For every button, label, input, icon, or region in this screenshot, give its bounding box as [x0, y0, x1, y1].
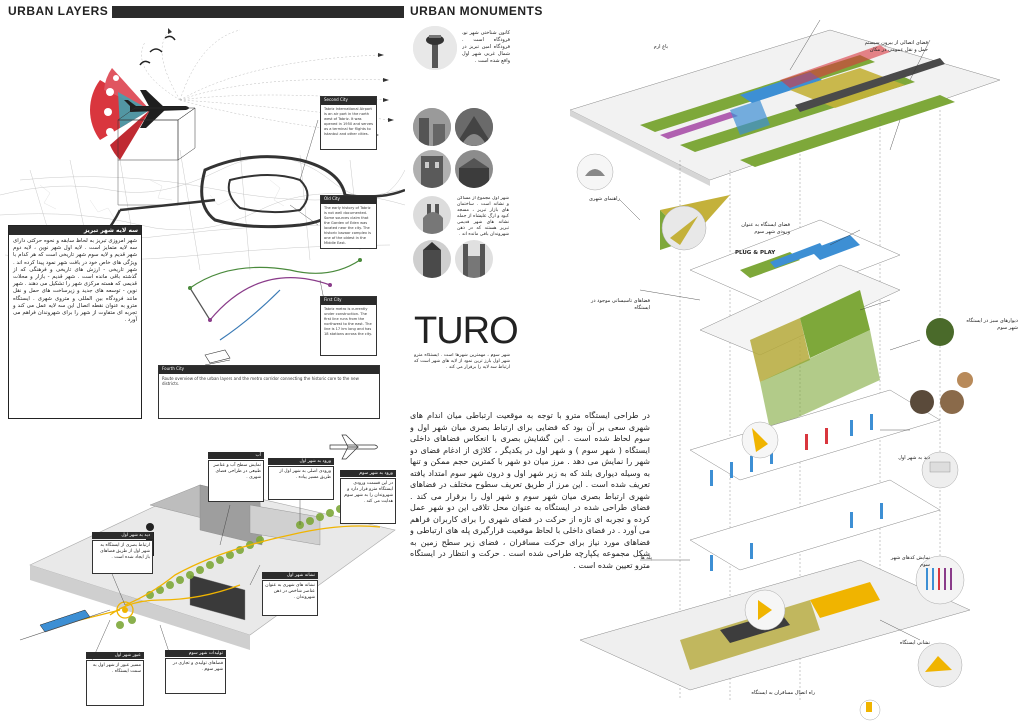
three-layers-body: شهر امروزی تبریز به لحاظ سابقه و نحوه حر… — [13, 238, 137, 324]
callout-landmark-head: نشانه شهر اول — [262, 572, 318, 579]
label-ending: راه اتصال مسافران به ایستگاه — [751, 690, 815, 696]
metro-train-icon — [204, 349, 231, 366]
callout-view-first-city-body: ارتباط بصری از ایستگاه به شهر اول از طری… — [92, 540, 153, 574]
mid-slab-2 — [699, 264, 901, 356]
caption-airport: کانون شناختی شهر نو، فرودگاه است . فرودگ… — [462, 30, 510, 64]
label-note-2: فضای ایستگاه به عنوان ورودی شهر سوم — [741, 222, 790, 235]
airplane-icon — [124, 90, 189, 128]
info-card-fourth-city: Fourth City Route overview of the urban … — [158, 365, 380, 419]
callout-enter-first-city-head: ورود به شهر اول — [268, 458, 334, 465]
tram-icon — [39, 609, 91, 633]
label-green-wall: دیوارهای سبز در ایستگاه شهر سوم — [966, 318, 1018, 331]
info-card-old-city: Old City The early history of Tabriz is … — [320, 195, 377, 249]
label-plug-play: PLUG & PLAY — [735, 250, 776, 256]
callout-landmark-body: نشانه های شهری به عنوان عناصر شاخص در ذه… — [262, 580, 318, 616]
station-exploded-axonometric — [569, 19, 1001, 721]
metro-lines — [189, 259, 361, 341]
callout-production-head: تولیدات شهر سوم — [165, 650, 226, 657]
callout-view-first-city-head: دید به شهر اول — [92, 532, 153, 539]
pedestrian-paths — [59, 525, 381, 626]
callout-pass-body: مسیر عبور از شهر اول به سمت ایستگاه . — [86, 660, 144, 706]
callout-water-body: نمایش سطح آب و عناصر طبیعی در طراحی فضای… — [208, 460, 264, 502]
callout-production-body: فضاهای تولیدی و تجاری در شهر سوم . — [165, 658, 226, 694]
old-city-photo-3 — [413, 150, 451, 188]
info-card-second-city: Second City Tabriz International Airport… — [320, 96, 377, 150]
detail-circles — [576, 153, 973, 721]
old-city-photo-4 — [455, 150, 493, 188]
label-first-city-view: دید به شهر اول — [898, 455, 930, 461]
airport-tower-photo — [413, 26, 457, 70]
label-station-sign: نشانی ایستگاه — [899, 640, 930, 646]
label-garden: باغ ارم — [653, 44, 668, 50]
design-essay: در طراحی ایستگاه مترو با توجه به موقعیت … — [410, 411, 650, 570]
caption-old-city: شهر اول مجموع از مساکن و نشانه است . ساخ… — [457, 196, 509, 237]
old-city-photo-1 — [413, 108, 451, 146]
label-stairs: پله ها — [640, 555, 652, 561]
turo-title: TURO — [414, 310, 519, 352]
callout-enter-third-city-head: ورود به شهر سوم — [340, 470, 396, 477]
old-city-photo-5 — [413, 196, 451, 234]
monument-photo-6 — [413, 240, 451, 278]
monument-photo-7 — [455, 240, 493, 278]
airplane-icon-site — [329, 434, 378, 460]
label-barcode: نمایش کدهای شهر سوم — [890, 555, 930, 568]
label-note-3: فضاهای تاسیساتی موجود در ایستگاه — [590, 298, 650, 311]
urban-layers-fan — [90, 68, 150, 160]
callout-pass-head: عبور شهر اول — [86, 652, 144, 659]
caption-third-city: شهر سوم ، مهمترین شهرها است . ایستگاه مت… — [414, 353, 510, 370]
station-site-plan — [19, 434, 396, 666]
callout-water-head: آب — [208, 452, 264, 459]
label-note-1: فضای اتصالی از بیرون سیستم حمل و نقل عمو… — [864, 40, 928, 53]
old-city-photo-2 — [455, 108, 493, 146]
urban-monuments-header: URBAN MONUMENTS — [410, 4, 547, 18]
callout-enter-third-city-body: در این قسمت ورودی ایستگاه مترو قرار دارد… — [340, 478, 396, 524]
urban-layers-header: URBAN LAYERS — [8, 4, 113, 18]
info-card-first-city: First City Tabriz metro is currently und… — [320, 296, 377, 356]
callout-enter-first-city-body: ورودی اصلی به شهر اول از طریق مسیر پیاده… — [268, 466, 334, 500]
site-buildings — [149, 484, 321, 621]
three-layers-heading: سه لایه شهر تبریز — [9, 226, 141, 235]
label-city-guide: راهنمای شهری — [588, 196, 620, 202]
three-layers-panel: سه لایه شهر تبریز شهر امروزی تبریز به لح… — [8, 225, 142, 419]
